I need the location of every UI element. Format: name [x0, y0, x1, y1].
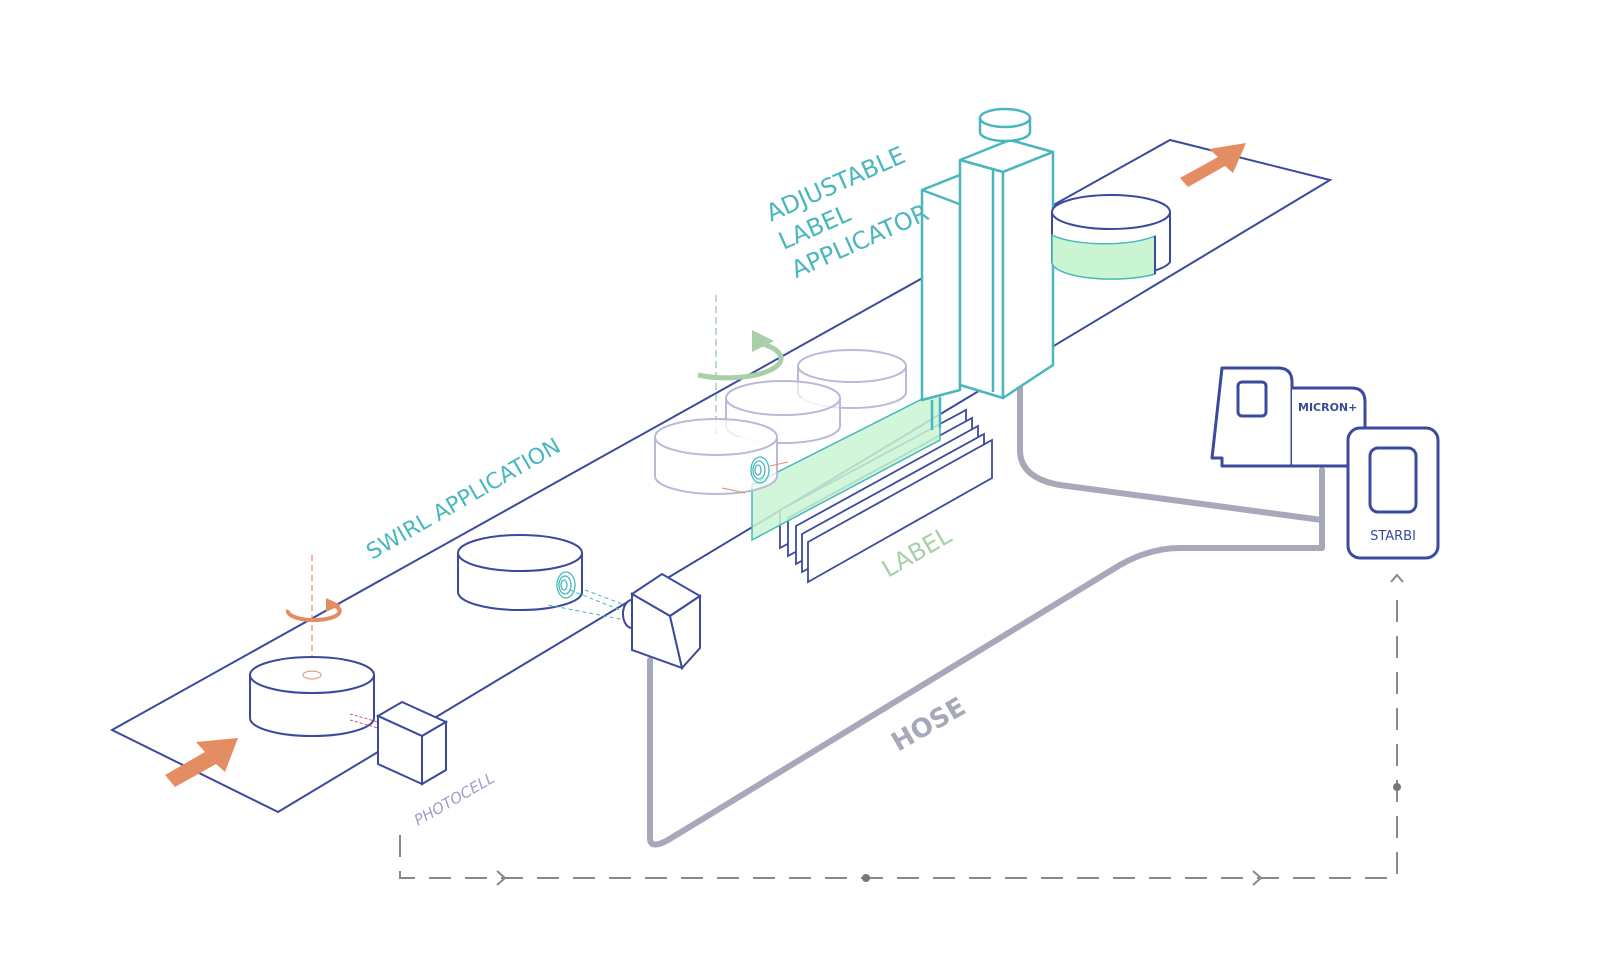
applied-label-strip	[751, 388, 941, 542]
micron-controller	[1210, 366, 1367, 468]
hose-line-applicator	[1017, 385, 1325, 523]
labeled-container	[1051, 194, 1171, 280]
container-swirl	[654, 295, 789, 495]
output-direction-arrow	[1180, 143, 1246, 187]
container-2	[457, 534, 626, 621]
starbi-label: STARBI	[1370, 529, 1416, 544]
signal-dashed-line	[399, 573, 1404, 886]
starbi-controller	[1346, 426, 1440, 560]
conveyor-belt	[109, 138, 1333, 814]
micron-label: MICRON+	[1298, 401, 1357, 414]
label-applicator-tower	[920, 107, 1055, 430]
photocell-sensor	[349, 700, 449, 786]
swirl-sensor	[622, 572, 702, 671]
hose-line-main	[647, 467, 1325, 848]
adjustable-label-applicator-title: ADJUSTABLE LABEL APPLICATOR	[762, 141, 933, 284]
container-1	[249, 555, 375, 737]
input-direction-arrow	[165, 738, 238, 787]
